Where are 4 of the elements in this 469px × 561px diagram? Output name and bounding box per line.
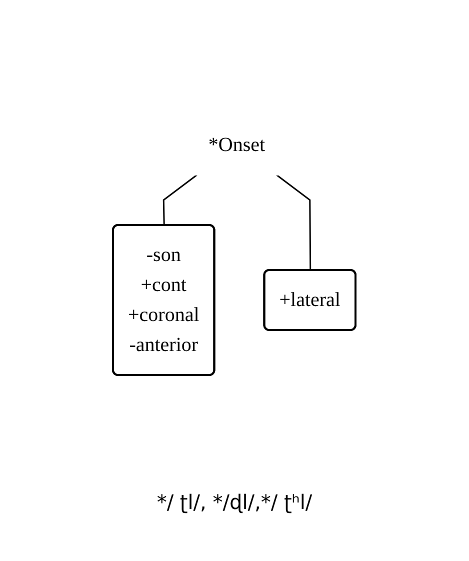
node-text: *Onset	[208, 134, 266, 156]
connector	[163, 174, 198, 226]
connector	[276, 174, 312, 270]
example-text: */ ʈl/, */ɖl/,*/ ʈʰl/	[156, 490, 314, 514]
